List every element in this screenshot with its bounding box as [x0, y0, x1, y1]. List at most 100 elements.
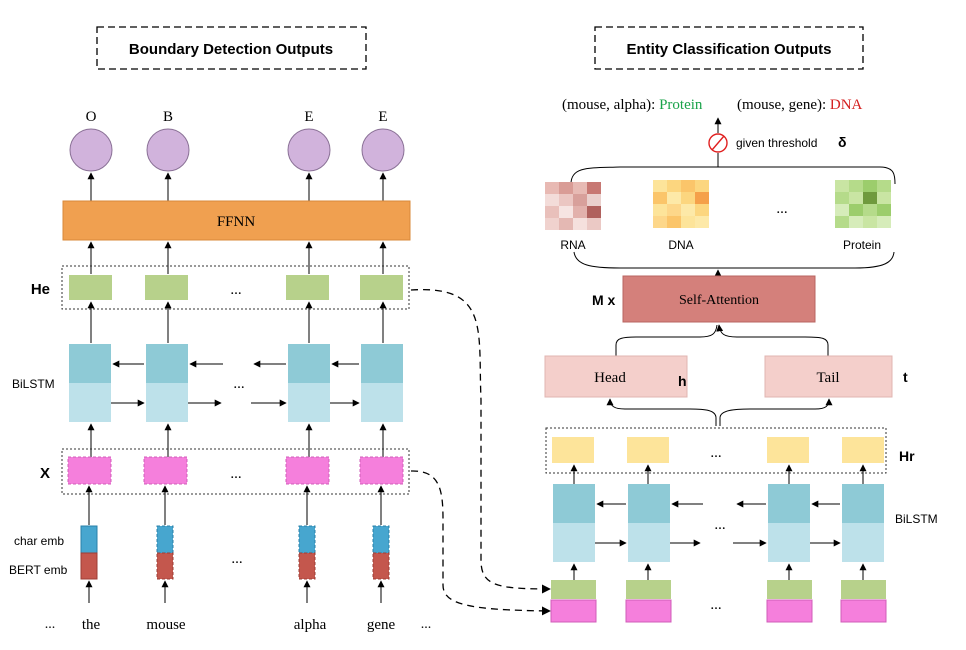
left-bilstm-cells: [69, 344, 403, 422]
head-label: Head: [594, 370, 626, 386]
output-circle: [69, 128, 113, 172]
he-label: He: [31, 281, 50, 298]
dna-matrix: [653, 180, 709, 228]
classification-title: Entity Classification Outputs: [626, 41, 831, 58]
char-emb-block: [156, 525, 174, 554]
he-ellipsis: ...: [230, 282, 241, 298]
hr-layer-box: [545, 427, 887, 474]
ffnn-layer: [62, 200, 411, 241]
bert-emb-block: [156, 552, 174, 580]
x-block: [143, 456, 188, 485]
matrix-ellipsis: ...: [776, 201, 787, 217]
threshold-icon: [708, 133, 728, 153]
lstm-forward-cell: [146, 344, 188, 383]
output-type-protein: Protein: [659, 97, 703, 113]
left-panel: Boundary Detection Outputs O B E E FFNN: [9, 26, 432, 633]
lstm-forward-cell: [628, 484, 670, 523]
right-panel: Entity Classification Outputs (mouse, al…: [544, 26, 938, 623]
char-emb-block: [80, 525, 98, 554]
token-alpha: alpha: [294, 617, 327, 633]
matrix-label-protein: Protein: [843, 238, 881, 252]
lstm-forward-cell: [361, 344, 403, 383]
bert-emb-label: BERT emb: [9, 563, 68, 577]
t-label: t: [903, 369, 908, 385]
output-label-o: O: [86, 109, 97, 125]
x-ellipsis: ...: [230, 466, 241, 482]
he-block: [69, 275, 112, 300]
lstm-he-arrows: [87, 301, 387, 343]
he-block: [360, 275, 403, 300]
lstm-forward-cell: [288, 344, 330, 383]
x-block: [67, 456, 112, 485]
h-label: h: [678, 373, 687, 389]
char-emb-label: char emb: [14, 534, 64, 548]
x-layer-box: [61, 448, 410, 495]
he-block: [145, 275, 188, 300]
hr-to-head: [606, 398, 717, 426]
lstm-forward-cell: [553, 484, 595, 523]
x-block: [285, 456, 330, 485]
emb-ellipsis: ...: [231, 551, 242, 567]
output-circle: [287, 128, 331, 172]
lstm-backward-cell: [146, 383, 188, 422]
lstm-backward-cell: [288, 383, 330, 422]
lstm-backward-cell: [628, 523, 670, 562]
emb-x-arrows: [85, 485, 385, 525]
head-to-attention: [615, 324, 718, 356]
lstm-backward-cell: [768, 523, 810, 562]
x-block: [359, 456, 404, 485]
lstm-ellipsis: ...: [233, 376, 244, 392]
hr-ellipsis: ...: [710, 445, 721, 461]
x-lstm-arrows: [87, 423, 387, 457]
output-pair-2: (mouse, gene):: [737, 97, 830, 113]
boundary-title-box: [96, 26, 367, 70]
output-type-dna: DNA: [830, 97, 863, 113]
bert-emb-block: [80, 552, 98, 580]
hr-label: Hr: [899, 448, 915, 464]
m-x-label: M x: [592, 292, 616, 308]
lstm-backward-cell: [361, 383, 403, 422]
tail-label: Tail: [816, 370, 839, 386]
tail-block: [764, 355, 893, 398]
boundary-title: Boundary Detection Outputs: [129, 41, 333, 58]
lstm-backward-cell: [842, 523, 884, 562]
cross-panel-arrows: [410, 289, 551, 616]
token-ellipsis-right: ...: [421, 617, 432, 632]
protein-matrix: [835, 180, 891, 228]
output-circle: [146, 128, 190, 172]
token-the: the: [82, 617, 101, 633]
self-attention-block: [622, 275, 816, 323]
threshold-text: given threshold: [736, 136, 817, 150]
right-lstm-recurrent-arrows: [595, 500, 841, 547]
classification-output-text-2: (mouse, gene): DNA: [737, 97, 863, 113]
he-input-block: [767, 580, 812, 599]
he-ffnn-arrows: [87, 241, 387, 274]
lstm-backward-cell: [69, 383, 111, 422]
output-label-b: B: [163, 109, 173, 125]
hr-block: [767, 437, 809, 463]
token-gene: gene: [367, 617, 396, 633]
hr-block: [842, 437, 884, 463]
x-input-block: [550, 599, 597, 623]
left-lstm-recurrent-arrows: [111, 360, 360, 407]
x-input-block: [625, 599, 672, 623]
output-circle: [361, 128, 405, 172]
lstm-forward-cell: [768, 484, 810, 523]
matrix-label-rna: RNA: [560, 238, 585, 252]
left-bilstm-label: BiLSTM: [12, 377, 55, 391]
right-input-lstm-arrows: [570, 563, 867, 580]
matrices-top-brace: [570, 166, 896, 185]
right-lstm-ellipsis: ...: [714, 517, 725, 533]
lstm-backward-cell: [553, 523, 595, 562]
token-mouse: mouse: [146, 617, 186, 633]
classification-output-text: (mouse, alpha): Protein: [562, 97, 703, 113]
output-label-e: E: [378, 109, 387, 125]
he-input-block: [551, 580, 596, 599]
token-ellipsis-left: ...: [45, 617, 56, 632]
matrix-label-dna: DNA: [668, 238, 693, 252]
he-input-block: [626, 580, 671, 599]
hr-block: [627, 437, 669, 463]
x-label: X: [40, 465, 50, 482]
hr-block: [552, 437, 594, 463]
